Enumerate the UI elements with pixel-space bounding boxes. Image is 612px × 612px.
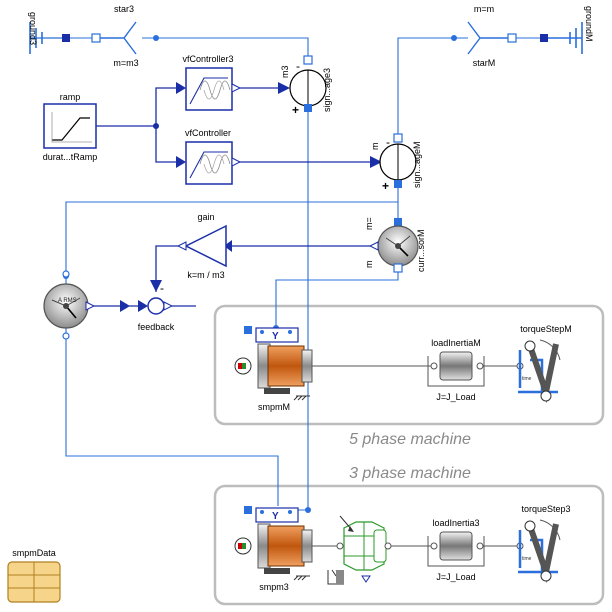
three-phase-title: 3 phase machine	[349, 465, 471, 482]
gain-block[interactable]: gain k=m / m3	[176, 212, 232, 280]
starM-label: starM	[473, 58, 496, 68]
feedback-label: feedback	[138, 322, 175, 332]
signalVoltageM-minus: -	[386, 135, 390, 149]
smpmM-label: smpmM	[258, 402, 290, 412]
svg-text:Y: Y	[272, 511, 279, 522]
wire-ramp-vf3	[155, 87, 182, 126]
smpm3-machine[interactable]: Y smpm3	[234, 506, 313, 592]
smpm3-label: smpm3	[259, 582, 289, 592]
torqueStep3[interactable]: torqueStep3 time	[516, 504, 571, 584]
starM-param: m=m	[474, 4, 494, 14]
signalVoltage3-m: m3	[280, 65, 290, 78]
signalVoltageM-plus: +	[382, 179, 389, 193]
smpmData-record[interactable]: smpmData	[7, 548, 61, 603]
wire-star3-voltage3	[142, 37, 309, 60]
wire-starM-voltageM	[397, 37, 468, 140]
wire-ramp-vf	[155, 126, 182, 163]
vfController-label: vfController	[185, 128, 231, 138]
wire-rms-top	[65, 201, 398, 286]
three-phase-frame	[213, 484, 605, 606]
gain-param: k=m / m3	[187, 270, 224, 280]
loadInertiaM[interactable]: loadInertiaM J=J_Load	[427, 338, 485, 402]
vfController-block[interactable]: vfController	[176, 128, 242, 185]
currentSensor-m: m	[364, 261, 374, 269]
mechanical-sensor-3[interactable]	[327, 515, 392, 585]
groundM[interactable]: groundM	[540, 6, 594, 54]
currentSensor-m2: m=	[364, 217, 374, 230]
torqueStepM[interactable]: torqueStepM time	[516, 324, 572, 404]
star3[interactable]: star3 m=m3	[91, 4, 139, 68]
ramp-label: ramp	[60, 92, 81, 102]
smpmData-label: smpmData	[12, 548, 56, 558]
groundM-label: groundM	[584, 6, 594, 42]
svg-text:Y: Y	[272, 331, 279, 342]
star3-label: star3	[114, 4, 134, 14]
vfController3-block[interactable]: vfController3	[176, 54, 242, 111]
loadInertiaM-param: J=J_Load	[436, 392, 475, 402]
torqueStepM-label: torqueStepM	[520, 324, 572, 334]
ramp-block[interactable]: ramp durat...tRamp	[43, 92, 98, 162]
loadInertia3[interactable]: loadInertia3 J=J_Load	[427, 518, 485, 582]
currentSensor-label: curr...sorM	[416, 229, 426, 272]
ground3[interactable]: ground3	[28, 12, 70, 54]
currentSensorM[interactable]: m= m curr...sorM	[364, 217, 426, 273]
signalVoltageM[interactable]: - + m sign...ageM	[370, 133, 422, 193]
feedback-minus: -	[160, 281, 164, 295]
smpmM-machine[interactable]: Y smpmM	[234, 326, 313, 412]
signalVoltage3-label: sign...age3	[322, 68, 332, 112]
star3-param: m=m3	[113, 58, 138, 68]
five-phase-title: 5 phase machine	[349, 431, 471, 448]
rms-sensor-text: A RMS	[58, 298, 77, 304]
torqueStep3-time: time	[522, 556, 532, 562]
feedback-block[interactable]: - feedback	[138, 280, 175, 332]
starM[interactable]: m=m starM	[467, 4, 517, 68]
ground3-label: ground3	[28, 12, 38, 45]
loadInertia3-label: loadInertia3	[432, 518, 479, 528]
junctions	[63, 35, 457, 513]
wire-rms-bottom	[65, 328, 279, 506]
signalVoltageM-m: m	[370, 143, 380, 151]
wire-voltage3-smpm3	[278, 106, 309, 511]
signalVoltage3-minus: -	[296, 59, 300, 73]
vfController3-label: vfController3	[182, 54, 233, 64]
wire-currentsensor-smpmM	[275, 266, 399, 326]
signalVoltage3-plus: +	[292, 103, 299, 117]
torqueStepM-time: time	[522, 376, 532, 382]
ramp-param: durat...tRamp	[43, 152, 98, 162]
wire-gain-feedback	[155, 245, 182, 292]
loadInertiaM-label: loadInertiaM	[431, 338, 481, 348]
signalVoltage3[interactable]: - + m3 sign...age3	[278, 55, 332, 117]
torqueStep3-label: torqueStep3	[521, 504, 570, 514]
loadInertia3-param: J=J_Load	[436, 572, 475, 582]
gain-label: gain	[197, 212, 214, 222]
five-phase-frame	[213, 304, 605, 426]
rms-sensor[interactable]: A RMS	[43, 270, 130, 340]
signalVoltageM-label: sign...ageM	[412, 141, 422, 188]
